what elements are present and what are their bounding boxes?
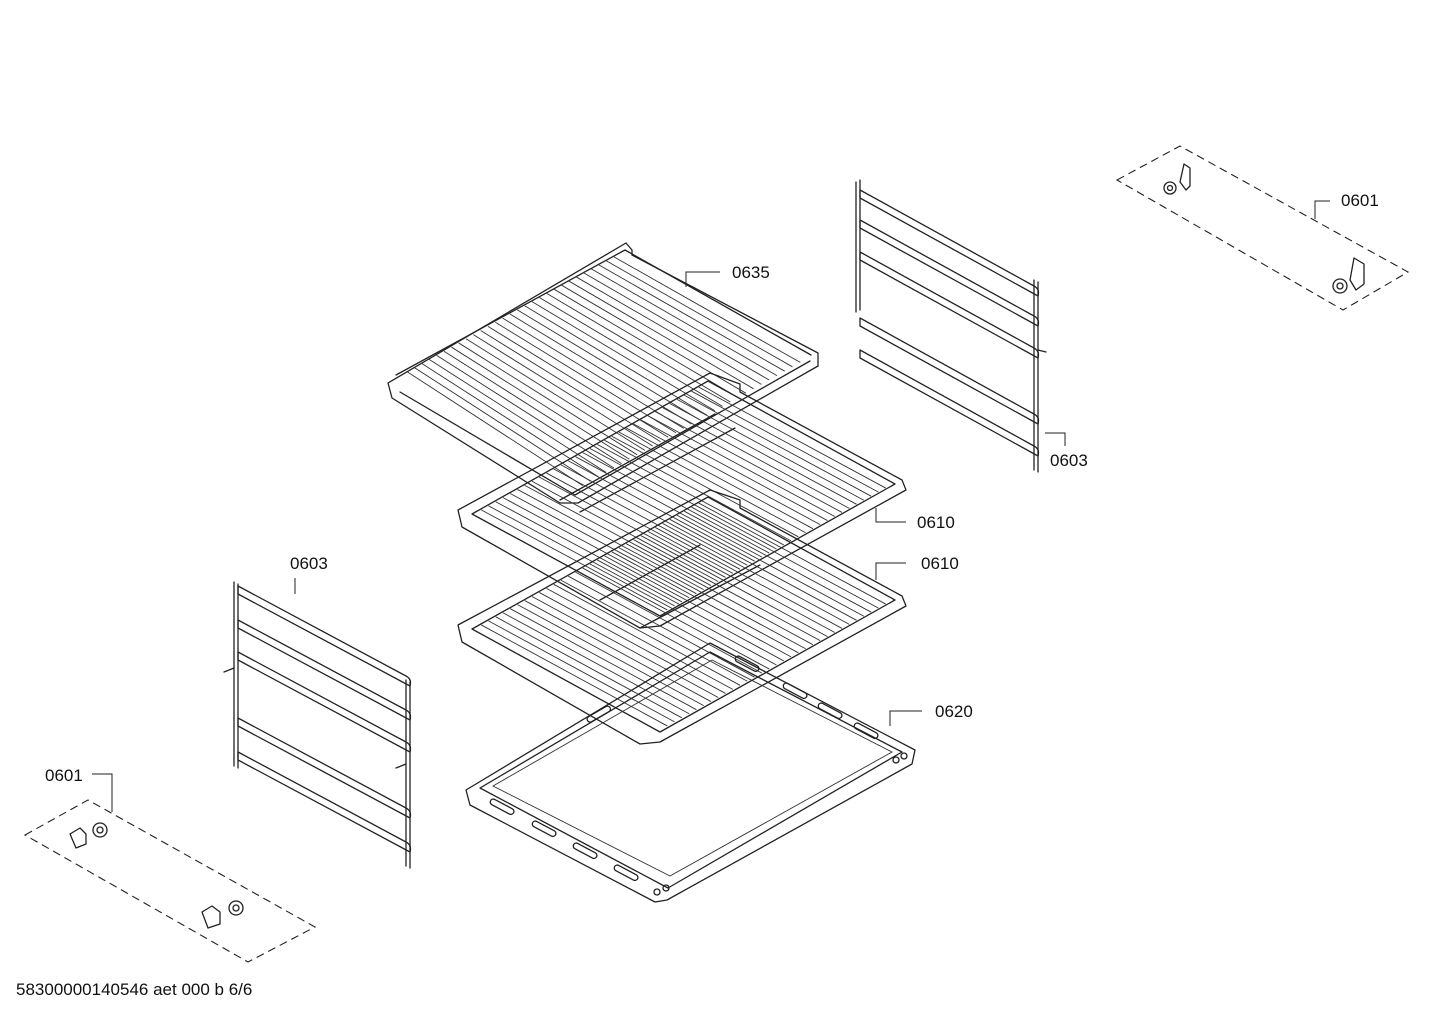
wire-shelf-0610-upper <box>457 372 907 629</box>
label-0610-lower: 0610 <box>921 554 959 573</box>
baking-tray-0620 <box>465 642 916 903</box>
wire-shelf-0610-lower <box>457 489 907 745</box>
label-0603-right: 0603 <box>1050 451 1088 470</box>
label-0603-left: 0603 <box>290 554 328 573</box>
label-0610-upper: 0610 <box>917 513 955 532</box>
label-0601-right: 0601 <box>1341 191 1379 210</box>
label-0601-left: 0601 <box>45 766 83 785</box>
leader-lines <box>92 200 1330 812</box>
label-0620: 0620 <box>935 702 973 721</box>
wire-shelf-0635 <box>387 242 819 504</box>
label-0635: 0635 <box>732 263 770 282</box>
part-labels: 0635 0601 0603 0610 0610 0603 0620 0601 <box>45 191 1379 785</box>
clip-set-0601-left <box>23 799 317 963</box>
side-rail-0603-left <box>223 581 412 869</box>
drawing-number: 58300000140546 aet 000 b 6/6 <box>16 980 253 999</box>
side-rail-0603-right <box>855 179 1047 473</box>
clip-set-0601-right <box>1115 145 1410 311</box>
